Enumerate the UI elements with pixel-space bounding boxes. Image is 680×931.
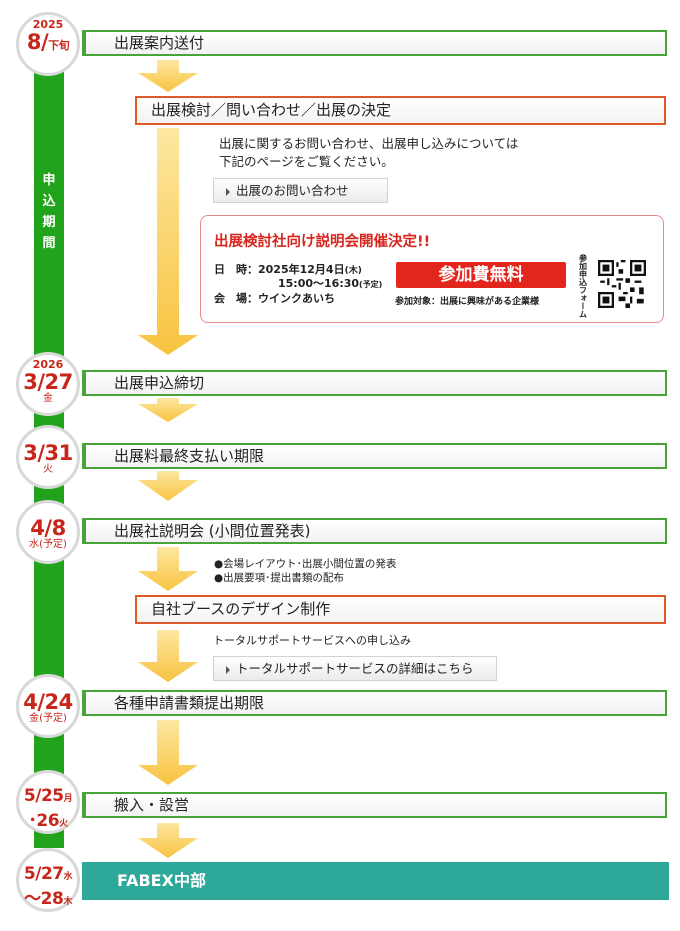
step-consider: 出展検討／問い合わせ／出展の決定 <box>135 96 666 125</box>
arrow-8 <box>138 823 198 858</box>
application-period-label: 申 込 期 間 <box>42 173 56 251</box>
arrow-5 <box>138 547 198 591</box>
support-details-button[interactable]: トータルサポートサービスの詳細はこちら <box>213 656 497 681</box>
form-label: 参加申込フォーム <box>578 254 588 318</box>
step-exhibit-info-sent: 出展案内送付 <box>82 30 667 56</box>
step-application-deadline: 出展申込締切 <box>82 370 667 396</box>
consider-note: 出展に関するお問い合わせ、出展申し込みについては 下記のページをご覧ください。 <box>219 136 519 169</box>
arrow-4 <box>138 471 198 501</box>
notice-time: 15:00〜16:30(予定) <box>278 277 383 290</box>
caret-right-icon <box>226 187 230 196</box>
notice-target: 参加対象：出展に興味がある企業様 <box>395 297 540 307</box>
date-badge-0525: 5/25月 ･26火 <box>16 770 80 834</box>
arrow-3 <box>138 398 198 422</box>
support-text: トータルサポートサービスへの申し込み <box>213 634 411 647</box>
step-booth-design: 自社ブースのデザイン制作 <box>135 595 666 624</box>
notice-title: 出展検討社向け説明会開催決定!! <box>214 234 431 250</box>
date-badge-0527: 5/27水 〜28木 <box>16 848 80 912</box>
arrow-6 <box>138 630 198 682</box>
step-documents-deadline: 各種申請書類提出期限 <box>82 690 667 716</box>
caret-right-icon <box>226 665 230 674</box>
arrow-1 <box>138 60 198 92</box>
briefing-notes: ●会場レイアウト･出展小間位置の発表 ●出展要項･提出書類の配布 <box>214 558 397 584</box>
event-fabex: FABEX中部 <box>82 862 669 900</box>
step-final-payment: 出展料最終支払い期限 <box>82 443 667 469</box>
briefing-notice: 出展検討社向け説明会開催決定!! 日 時：2025年12月4日(木) 15:00… <box>200 215 664 323</box>
date-badge-0327: 2026 3/27 金 <box>16 352 80 416</box>
contact-button[interactable]: 出展のお問い合わせ <box>213 178 388 203</box>
date-badge-aug: 2025 8/下旬 <box>16 12 80 76</box>
step-exhibitor-briefing: 出展社説明会 (小間位置発表) <box>82 518 667 544</box>
free-badge: 参加費無料 <box>396 262 566 288</box>
arrow-7 <box>138 720 198 785</box>
arrow-2 <box>138 128 198 355</box>
date-badge-0408: 4/8 水(予定) <box>16 500 80 564</box>
qr-code-icon[interactable] <box>598 260 646 308</box>
date-badge-0424: 4/24 金(予定) <box>16 674 80 738</box>
notice-venue: 会 場：ウインクあいち <box>214 292 335 305</box>
date-badge-0331: 3/31 火 <box>16 425 80 489</box>
step-move-in-setup: 搬入・設営 <box>82 792 667 818</box>
notice-date: 日 時：2025年12月4日(木) <box>214 263 362 276</box>
